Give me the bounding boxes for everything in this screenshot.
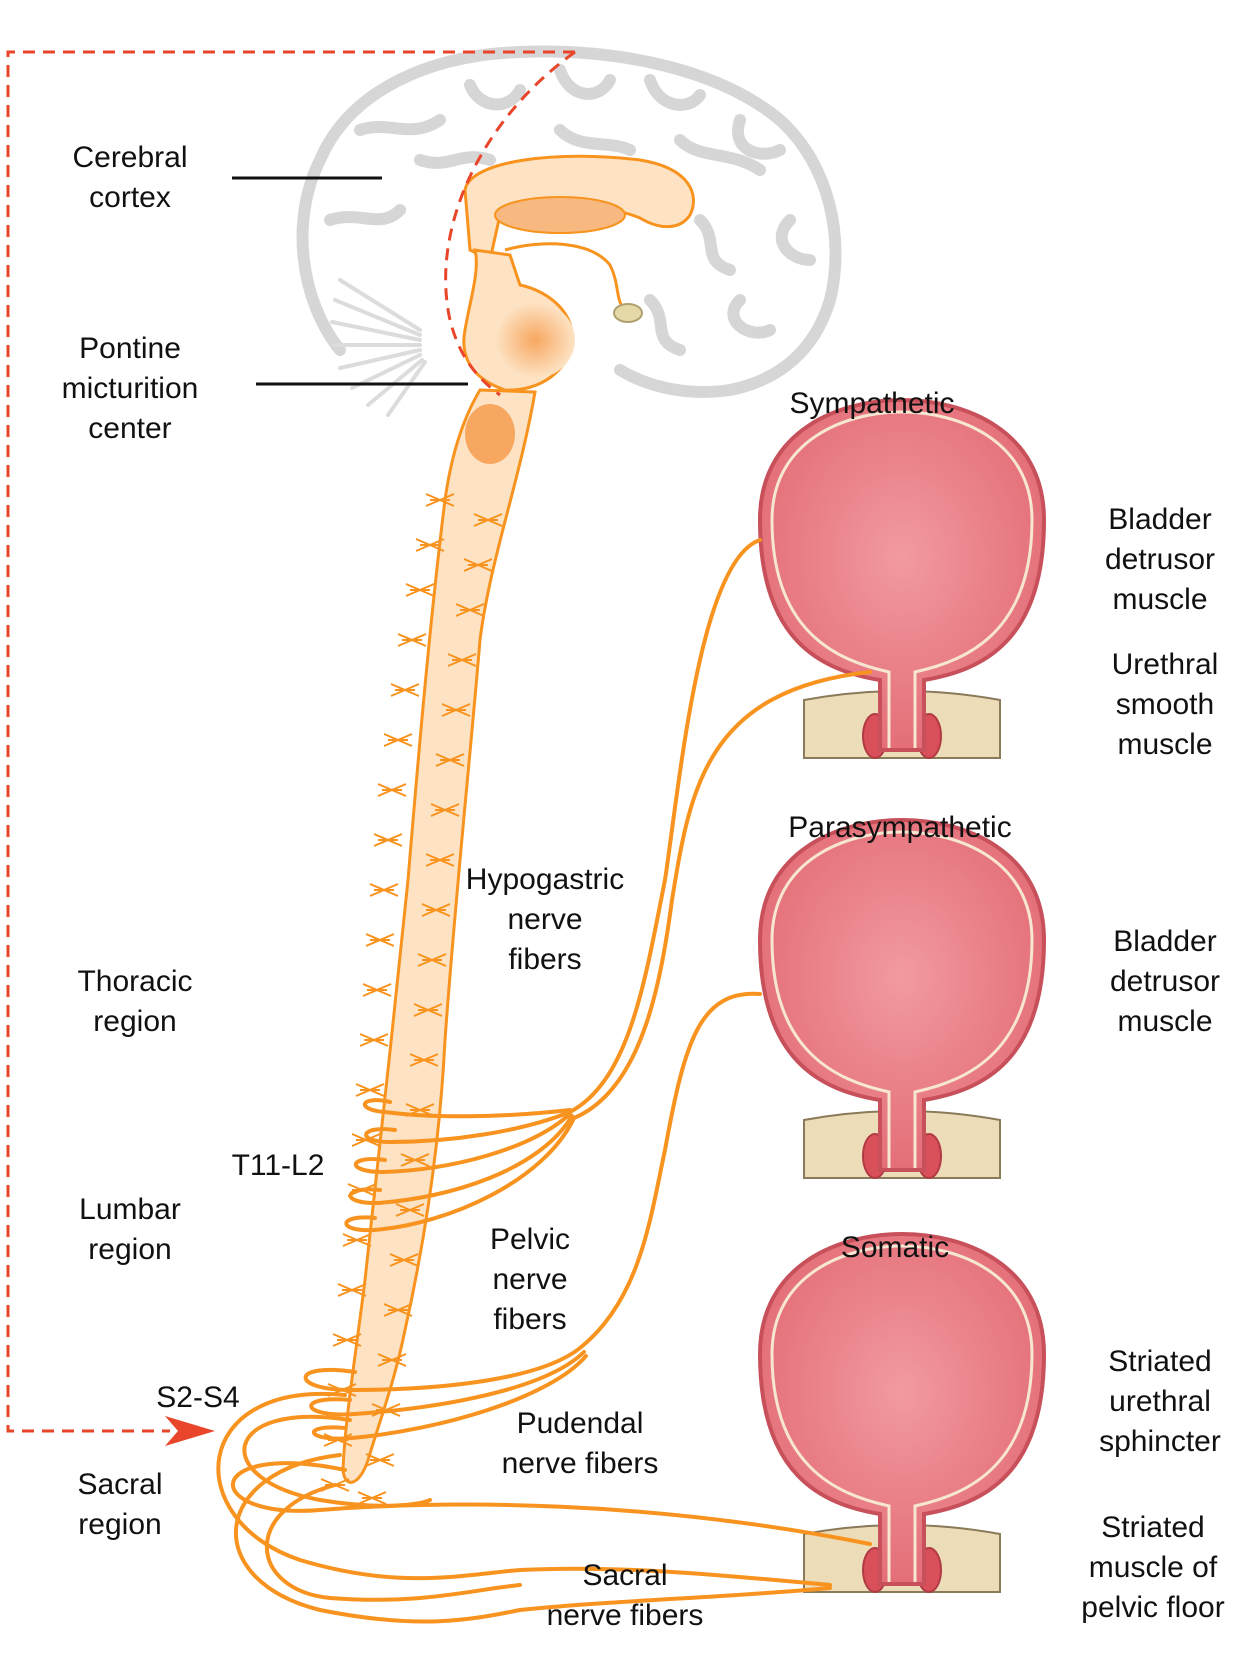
pudendal-sacral-nerves xyxy=(216,1391,872,1624)
bladder-sympathetic xyxy=(758,398,1046,759)
label-somatic: Somatic xyxy=(840,1231,950,1264)
corpus-callosum xyxy=(463,154,695,323)
cortical-control-path xyxy=(6,50,576,1433)
leader-lines xyxy=(232,176,468,386)
label-s2-s4: S2-S4 xyxy=(156,1381,240,1414)
spinal-cord xyxy=(341,388,537,1484)
brain-outline xyxy=(296,45,842,398)
bladder-parasympathetic xyxy=(758,818,1046,1179)
hypogastric-nerve xyxy=(344,538,872,1233)
bladder-somatic xyxy=(758,1232,1046,1593)
pelvic-nerve xyxy=(303,991,762,1441)
spinal-nucleus xyxy=(465,404,515,464)
pons xyxy=(495,302,575,378)
cortical-arrowhead xyxy=(165,1416,215,1446)
label-t11-l2: T11-L2 xyxy=(231,1149,325,1182)
label-parasympathetic: Parasympathetic xyxy=(788,811,1012,844)
label-sympathetic: Sympathetic xyxy=(789,387,955,420)
cerebellum xyxy=(330,278,427,417)
